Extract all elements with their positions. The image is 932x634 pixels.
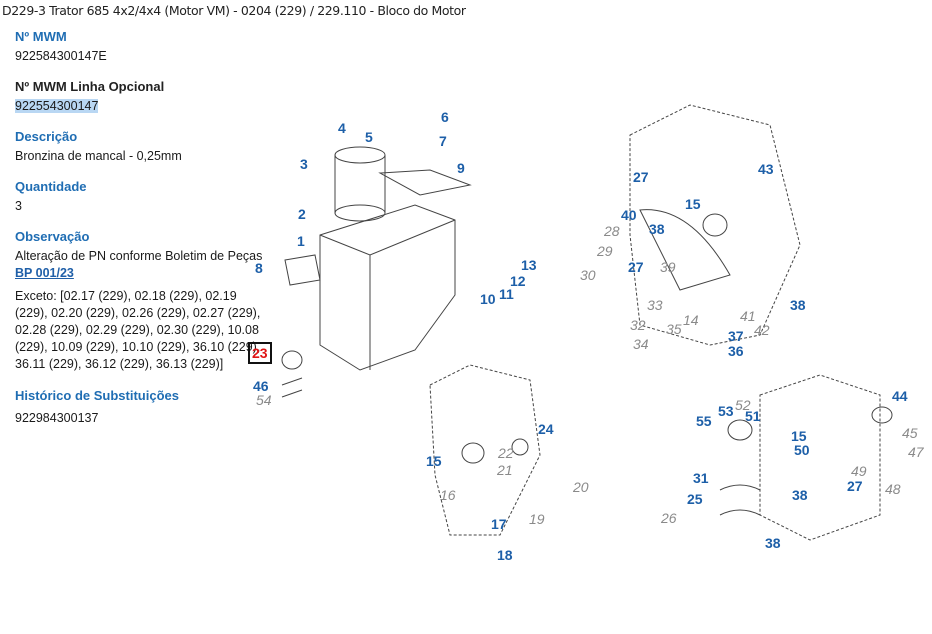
callout-3[interactable]: 3: [300, 156, 308, 172]
callout-27c[interactable]: 27: [847, 478, 863, 494]
callout-2[interactable]: 2: [298, 206, 306, 222]
callout-43[interactable]: 43: [758, 161, 774, 177]
callout-38[interactable]: 38: [649, 221, 665, 237]
callout-37[interactable]: 37: [728, 328, 744, 344]
main-bearing-area-shape: [759, 374, 881, 541]
callout-11[interactable]: 11: [499, 286, 514, 302]
callout-7[interactable]: 7: [439, 133, 447, 149]
callout-47[interactable]: 47: [908, 444, 924, 460]
callout-15c[interactable]: 15: [791, 428, 807, 444]
callout-45[interactable]: 45: [902, 425, 918, 441]
callout-52[interactable]: 52: [735, 397, 751, 413]
callout-12[interactable]: 12: [510, 273, 526, 289]
callout-35[interactable]: 35: [666, 321, 682, 337]
engine-block-shape: [319, 204, 456, 371]
callout-44[interactable]: 44: [892, 388, 908, 404]
quantity-value: 3: [15, 199, 22, 213]
breadcrumb: D229-3 Trator 685 4x2/4x4 (Motor VM) - 0…: [2, 3, 466, 18]
callout-40[interactable]: 40: [621, 207, 637, 223]
optional-line-value[interactable]: 922554300147: [15, 99, 99, 113]
callout-19[interactable]: 19: [529, 511, 545, 527]
callout-14[interactable]: 14: [683, 312, 699, 328]
head-gasket-shape: [378, 169, 472, 196]
callout-10[interactable]: 10: [480, 291, 496, 307]
callout-36[interactable]: 36: [728, 343, 744, 359]
callout-24[interactable]: 24: [538, 421, 554, 437]
callout-33[interactable]: 33: [647, 297, 663, 313]
callout-39[interactable]: 39: [660, 259, 676, 275]
callout-32[interactable]: 32: [630, 317, 646, 333]
callout-48[interactable]: 48: [885, 481, 901, 497]
callout-6[interactable]: 6: [441, 109, 449, 125]
callout-54[interactable]: 54: [256, 392, 272, 408]
mwm-number-label: Nº MWM: [15, 29, 67, 44]
callout-55[interactable]: 55: [696, 413, 712, 429]
observation-label: Observação: [15, 229, 90, 244]
history-label: Histórico de Substituições: [15, 388, 179, 403]
callout-49[interactable]: 49: [851, 463, 867, 479]
observation-text: Alteração de PN conforme Boletim de Peça…: [15, 249, 263, 280]
callout-27b[interactable]: 27: [628, 259, 644, 275]
callout-46[interactable]: 46: [253, 378, 269, 394]
callout-50[interactable]: 50: [794, 442, 810, 458]
description-label: Descrição: [15, 129, 78, 144]
callout-34[interactable]: 34: [633, 336, 649, 352]
callout-5[interactable]: 5: [365, 129, 373, 145]
callout-30[interactable]: 30: [580, 267, 596, 283]
callout-18[interactable]: 18: [497, 547, 513, 563]
callout-22[interactable]: 22: [498, 445, 514, 461]
callout-25[interactable]: 25: [687, 491, 703, 507]
callout-15[interactable]: 15: [685, 196, 701, 212]
callout-9[interactable]: 9: [457, 160, 465, 176]
description-value: Bronzina de mancal - 0,25mm: [15, 149, 182, 163]
callout-51[interactable]: 51: [745, 408, 761, 424]
callout-20[interactable]: 20: [573, 479, 589, 495]
rear-block-shape: [629, 104, 801, 346]
cylinder-liner-shape: [334, 146, 386, 164]
bulletin-link[interactable]: BP 001/23: [15, 266, 74, 280]
callout-4[interactable]: 4: [338, 120, 346, 136]
history-value: 922984300137: [15, 411, 99, 425]
callout-53[interactable]: 53: [718, 403, 734, 419]
oil-pump-area-shape: [429, 364, 541, 536]
callout-23-selected[interactable]: 23: [248, 342, 272, 364]
mwm-number-value: 922584300147E: [15, 49, 107, 63]
callout-15b[interactable]: 15: [426, 453, 442, 469]
cover-gasket-shape: [284, 254, 321, 286]
callout-21[interactable]: 21: [497, 462, 513, 478]
callout-29[interactable]: 29: [597, 243, 613, 259]
exploded-parts-diagram: 1 2 3 4 5 6 7 8 9 10 11 12 13 23 46 54 2…: [240, 95, 932, 585]
callout-8[interactable]: 8: [255, 260, 263, 276]
callout-13[interactable]: 13: [521, 257, 537, 273]
optional-line-label: Nº MWM Linha Opcional: [15, 79, 165, 94]
callout-38d[interactable]: 38: [765, 535, 781, 551]
callout-31[interactable]: 31: [693, 470, 709, 486]
callout-1[interactable]: 1: [297, 233, 305, 249]
callout-41[interactable]: 41: [740, 308, 756, 324]
callout-17[interactable]: 17: [491, 516, 507, 532]
callout-38c[interactable]: 38: [792, 487, 808, 503]
part-details-panel: Nº MWM 922584300147E Nº MWM Linha Opcion…: [15, 28, 265, 440]
diagram-drawing: [281, 104, 893, 541]
callout-27[interactable]: 27: [633, 169, 649, 185]
callout-26[interactable]: 26: [661, 510, 677, 526]
exceptions-text: Exceto: [02.17 (229), 02.18 (229), 02.19…: [15, 289, 261, 371]
quantity-label: Quantidade: [15, 179, 87, 194]
bearing-bushing-shape: [281, 350, 303, 370]
callout-16[interactable]: 16: [440, 487, 456, 503]
callout-38b[interactable]: 38: [790, 297, 806, 313]
callout-42[interactable]: 42: [754, 322, 770, 338]
callout-28[interactable]: 28: [604, 223, 620, 239]
